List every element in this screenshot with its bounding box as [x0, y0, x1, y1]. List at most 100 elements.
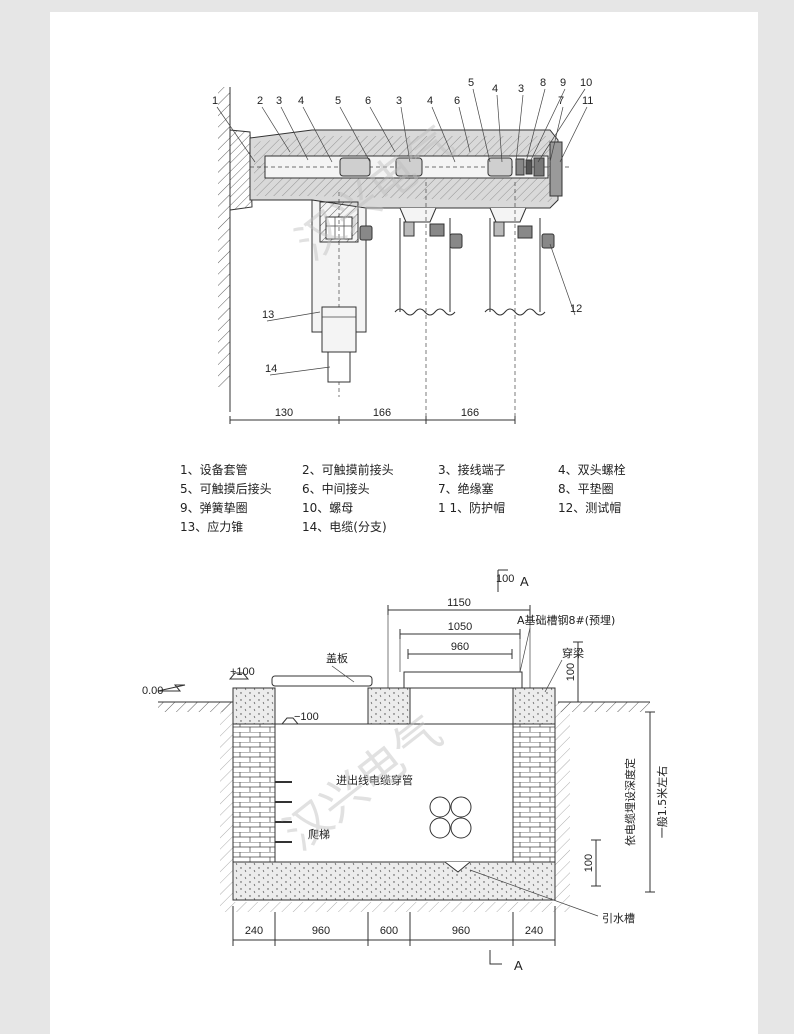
callout-leader — [369, 106, 396, 153]
callout-number: 3 — [276, 95, 282, 107]
legend-item: 3、接线端子 — [438, 463, 506, 477]
break-lines — [394, 308, 546, 316]
drain-label: 引水槽 — [602, 911, 635, 925]
callout-leader — [515, 94, 524, 163]
dim-600: 600 — [380, 925, 398, 937]
channel-label: A基础槽钢8#(预埋) — [517, 614, 615, 627]
callout-number: 3 — [518, 83, 524, 95]
section-mark-bottom — [489, 950, 502, 965]
callout-number: 5 — [335, 95, 341, 107]
brick-wall-right — [512, 723, 556, 863]
callout-leader — [537, 88, 586, 163]
legend-item: 1 1、防护帽 — [438, 501, 506, 515]
callout-number: 6 — [365, 95, 371, 107]
callout-number: 14 — [265, 363, 277, 375]
callout-number: 13 — [262, 309, 274, 321]
callout-number: 7 — [558, 95, 564, 107]
dim-1050: 1050 — [448, 621, 472, 633]
dim-960-top: 960 — [451, 641, 469, 653]
section-top-num: 100 — [496, 573, 514, 585]
dim-130: 130 — [275, 407, 293, 419]
ladder-label: 爬梯 — [308, 828, 330, 841]
callout-number: 11 — [582, 95, 593, 107]
floor-slab — [232, 861, 556, 901]
dim-960-right: 960 — [452, 925, 470, 937]
callout-leader — [431, 106, 456, 163]
section-mark-top — [497, 569, 508, 592]
cover-label: 盖板 — [326, 651, 348, 665]
callout-number: 4 — [427, 95, 433, 107]
cable-trench-diagram: 100 A A 1150 1050 960 0.00 +100 盖板 — [142, 569, 669, 973]
dim-100-right-ticks — [573, 641, 583, 703]
dim-1150: 1150 — [447, 597, 471, 609]
legend-item: 2、可触摸前接头 — [302, 463, 394, 477]
legend-item: 5、可触摸后接头 — [180, 482, 272, 496]
callout-leader — [302, 106, 333, 163]
dim-960-ticks — [407, 649, 513, 659]
ground-hatch-right — [558, 702, 650, 712]
cable-ducts — [429, 796, 472, 839]
ground-hatch-left — [158, 702, 233, 712]
dim-166-b: 166 — [461, 407, 479, 419]
drain-leader — [469, 869, 599, 917]
cap-left — [232, 687, 276, 725]
callout-number: 9 — [560, 77, 566, 89]
callout-leader — [261, 106, 291, 153]
depth-note-1: 依电缆埋设深度定 — [623, 758, 637, 846]
callout-number: 1 — [212, 95, 218, 107]
level-plus100: +100 — [230, 666, 255, 678]
legend-item: 9、弹簧挚圈 — [180, 501, 248, 515]
level-mark-000 — [157, 684, 186, 692]
cover-leader — [331, 665, 355, 683]
dim-1050-ticks — [399, 629, 521, 639]
level-000: 0.00 — [142, 685, 163, 697]
cap-right — [512, 687, 556, 725]
dim-100-lower: 100 — [583, 854, 595, 872]
cable-branch — [327, 351, 351, 383]
callout-leader — [339, 106, 371, 163]
callout-number: 5 — [468, 77, 474, 89]
test-cap-3 — [541, 233, 555, 249]
dim-ticks-top — [229, 416, 516, 424]
stress-cone — [321, 306, 357, 353]
depth-note-2: 一般1.5米左右 — [655, 766, 669, 839]
section-bottom-letter: A — [514, 958, 523, 973]
callout-leader — [549, 243, 576, 316]
dim-240-right: 240 — [525, 925, 543, 937]
callout-leader — [400, 106, 411, 163]
callout-number: 3 — [396, 95, 402, 107]
legend-item: 14、电缆(分支) — [302, 520, 387, 534]
pit-interior — [274, 723, 514, 863]
channel-leader — [519, 627, 531, 673]
lug-grid — [326, 217, 352, 239]
legend-item: 12、测试帽 — [558, 501, 622, 515]
nut — [533, 157, 545, 177]
beam-label: 穿梁 — [562, 646, 584, 660]
cap-center — [367, 687, 411, 725]
legend-item: 1、设备套管 — [180, 463, 248, 477]
protective-cap — [549, 141, 563, 197]
callout-leader — [525, 88, 546, 163]
callout-leader — [559, 106, 588, 163]
wall-hatch — [218, 87, 230, 387]
legend-item: 10、螺母 — [302, 501, 354, 515]
section-top-letter: A — [520, 574, 529, 589]
ladder-rungs — [275, 781, 292, 843]
duct-label: 进出线电缆穿管 — [336, 773, 413, 787]
dim-100-right: 100 — [565, 663, 577, 681]
test-cap-2 — [449, 233, 463, 249]
callout-number: 8 — [540, 77, 546, 89]
level-mark-minus100 — [280, 717, 300, 725]
level-minus100: −100 — [294, 711, 319, 723]
legend-item: 7、绝缘塞 — [438, 482, 494, 496]
callout-number: 4 — [298, 95, 304, 107]
drain-groove — [444, 861, 471, 873]
callout-leader — [549, 106, 564, 163]
depth-dim-ticks — [645, 711, 655, 893]
callout-number: 4 — [492, 83, 498, 95]
callout-leader — [216, 106, 256, 163]
callout-number: 6 — [454, 95, 460, 107]
